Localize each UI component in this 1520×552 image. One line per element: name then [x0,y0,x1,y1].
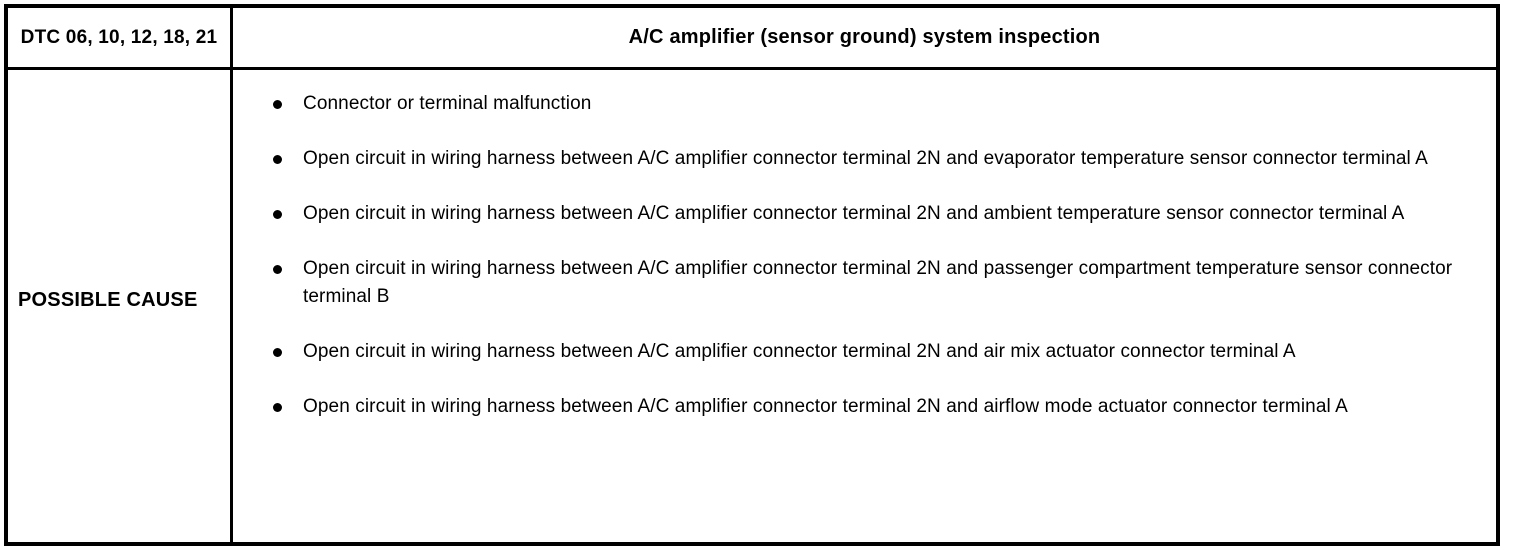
dtc-inspection-table: DTC 06, 10, 12, 18, 21 A/C amplifier (se… [4,4,1500,546]
cause-text: Open circuit in wiring harness between A… [303,148,1428,169]
table-header-row: DTC 06, 10, 12, 18, 21 A/C amplifier (se… [8,8,1496,70]
bullet-icon [273,348,282,357]
cause-list: Connector or terminal malfunction Open c… [273,90,1476,421]
dtc-code-cell: DTC 06, 10, 12, 18, 21 [8,8,233,67]
cause-text: Open circuit in wiring harness between A… [303,258,1453,307]
cause-text: Open circuit in wiring harness between A… [303,396,1348,417]
bullet-icon [273,265,282,274]
list-item: Connector or terminal malfunction [273,90,1476,118]
list-item: Open circuit in wiring harness between A… [273,200,1476,228]
bullet-icon [273,155,282,164]
cause-text: Connector or terminal malfunction [303,93,592,114]
possible-cause-label-cell: POSSIBLE CAUSE [8,70,233,542]
cause-text: Open circuit in wiring harness between A… [303,203,1405,224]
dtc-code-label: DTC 06, 10, 12, 18, 21 [20,27,218,48]
system-title-cell: A/C amplifier (sensor ground) system ins… [233,8,1496,67]
possible-cause-content-cell: Connector or terminal malfunction Open c… [233,70,1496,542]
possible-cause-label: POSSIBLE CAUSE [18,289,198,311]
bullet-icon [273,403,282,412]
system-title-text: A/C amplifier (sensor ground) system ins… [628,26,1101,48]
list-item: Open circuit in wiring harness between A… [273,338,1476,366]
table-body-row: POSSIBLE CAUSE Connector or terminal mal… [8,70,1496,542]
list-item: Open circuit in wiring harness between A… [273,255,1476,311]
list-item: Open circuit in wiring harness between A… [273,393,1476,421]
cause-text: Open circuit in wiring harness between A… [303,341,1296,362]
bullet-icon [273,100,282,109]
bullet-icon [273,210,282,219]
list-item: Open circuit in wiring harness between A… [273,145,1476,173]
